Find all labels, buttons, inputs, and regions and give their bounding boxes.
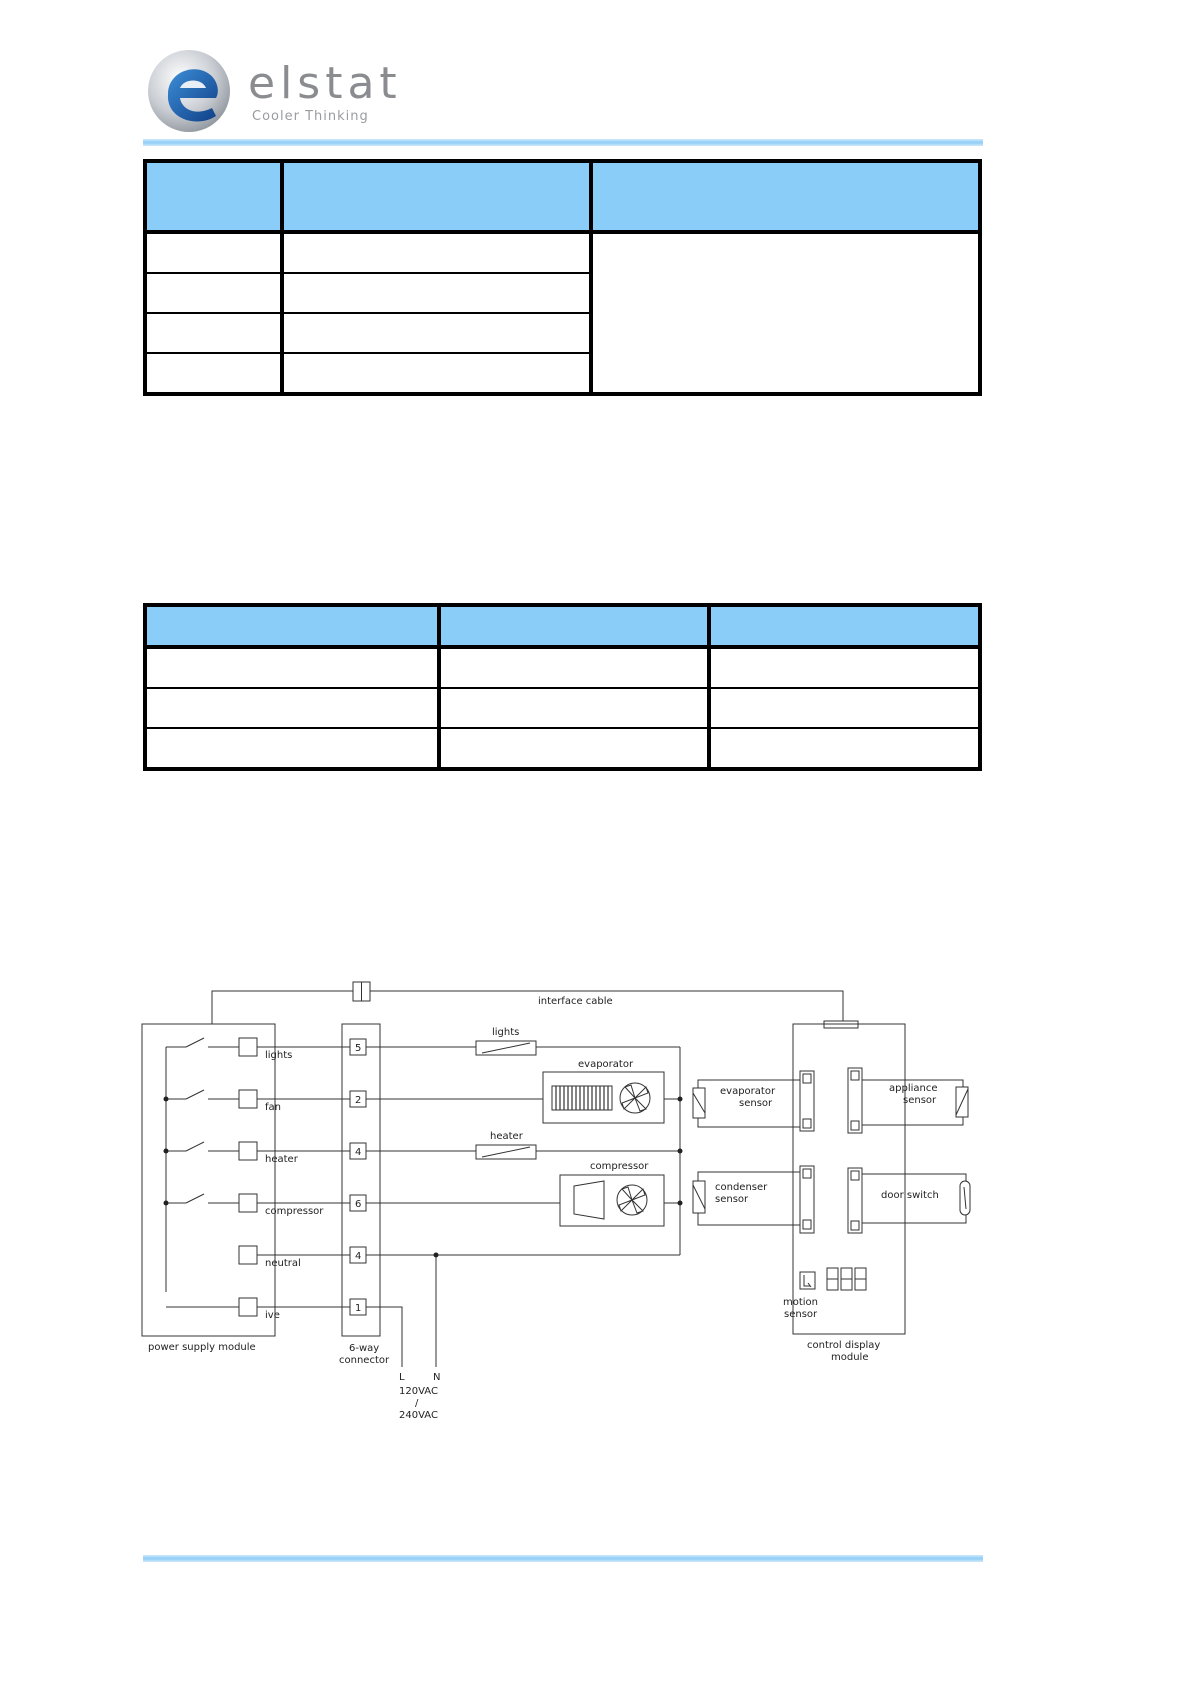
evaporator-sensor-label: sensor bbox=[739, 1098, 773, 1109]
connector-pin-label: 2 bbox=[355, 1095, 361, 1106]
appliance-sensor-label: appliance bbox=[889, 1083, 938, 1094]
heater-label: heater bbox=[490, 1131, 524, 1142]
connector-6way-box bbox=[341, 1023, 381, 1337]
motion-sensor-label: sensor bbox=[784, 1309, 818, 1320]
relay-switches bbox=[166, 1037, 239, 1308]
supply-voltage-separator: / bbox=[415, 1398, 419, 1409]
elstat-logo-mark-icon bbox=[148, 50, 230, 132]
table-cell bbox=[144, 727, 441, 770]
appliance-sensor-label: sensor bbox=[903, 1095, 937, 1106]
table-cell bbox=[144, 272, 284, 314]
compressor-fan-icon bbox=[616, 1184, 648, 1216]
table-cell bbox=[281, 272, 593, 314]
psm-output-label: ive bbox=[265, 1310, 280, 1321]
table-2-header-cell bbox=[708, 604, 981, 649]
table-2-header-cell bbox=[144, 604, 441, 649]
table-cell bbox=[281, 352, 593, 395]
table-cell bbox=[144, 646, 441, 689]
table-cell bbox=[708, 727, 981, 770]
connector-pins bbox=[349, 1038, 367, 1316]
table-cell bbox=[281, 231, 593, 274]
logo-tagline: Cooler Thinking bbox=[252, 109, 369, 124]
supply-neutral-label: N bbox=[433, 1372, 440, 1383]
table-cell bbox=[144, 687, 441, 729]
control-display-module-label: control display bbox=[807, 1340, 880, 1351]
connector-pin-label: 1 bbox=[355, 1303, 361, 1314]
table-cell bbox=[438, 646, 711, 689]
wire-junctions bbox=[163, 1096, 683, 1258]
control-display-module-label: module bbox=[831, 1352, 868, 1363]
table-row bbox=[144, 727, 981, 770]
connector-pin-label: 4 bbox=[355, 1147, 361, 1158]
interface-cable-wire bbox=[211, 990, 844, 1024]
psm-output-label: neutral bbox=[265, 1258, 301, 1269]
table-1-header-cell bbox=[144, 160, 284, 234]
table-row bbox=[144, 352, 980, 395]
supply-voltage-label: 240VAC bbox=[399, 1410, 438, 1421]
header-divider bbox=[143, 139, 983, 146]
lights-load-label: lights bbox=[492, 1027, 519, 1038]
connector-pin-label: 6 bbox=[355, 1199, 361, 1210]
psm-output-label: lights bbox=[265, 1050, 292, 1061]
table-cell bbox=[708, 687, 981, 729]
compressor-label: compressor bbox=[590, 1161, 649, 1172]
table-row bbox=[144, 312, 980, 354]
connector-pin-label: 4 bbox=[355, 1251, 361, 1262]
connector-6way-label: 6-way bbox=[349, 1343, 379, 1354]
psm-terminals bbox=[238, 1037, 258, 1317]
evaporator-fan-icon bbox=[619, 1082, 651, 1114]
psm-output-label: fan bbox=[265, 1102, 281, 1113]
door-switch-label: door switch bbox=[881, 1190, 939, 1201]
table-merged-cell bbox=[590, 231, 981, 395]
connector-6way-label: connector bbox=[339, 1355, 390, 1366]
power-supply-module-label: power supply module bbox=[148, 1342, 256, 1353]
condenser-sensor-label: condenser bbox=[715, 1182, 768, 1193]
table-row bbox=[144, 646, 981, 689]
condenser-sensor-label: sensor bbox=[715, 1194, 749, 1205]
supply-voltage-label: 120VAC bbox=[399, 1386, 438, 1397]
table-cell bbox=[708, 646, 981, 689]
footer-divider bbox=[143, 1555, 983, 1562]
connector-pin-label: 5 bbox=[355, 1043, 361, 1054]
table-row bbox=[144, 272, 980, 314]
seven-segment-display-icon bbox=[826, 1267, 867, 1291]
compressor-unit bbox=[559, 1174, 665, 1227]
table-1 bbox=[143, 159, 982, 396]
table-cell bbox=[144, 352, 284, 395]
wiring-diagram: interface cable lights fan heater compre… bbox=[138, 975, 1008, 1445]
table-1-header-row bbox=[144, 160, 981, 234]
supply-live-label: L bbox=[399, 1372, 405, 1383]
table-1-header-cell bbox=[281, 160, 593, 234]
motion-sensor-icon bbox=[799, 1271, 816, 1290]
table-cell bbox=[144, 312, 284, 354]
wiring-diagram-svg: interface cable lights fan heater compre… bbox=[141, 981, 971, 1421]
power-supply-module-box bbox=[141, 1023, 276, 1337]
compressor-pump-icon bbox=[573, 1180, 605, 1220]
table-2 bbox=[143, 603, 982, 771]
table-2-header-cell bbox=[438, 604, 711, 649]
table-cell bbox=[438, 727, 711, 770]
evaporator-sensor-label: evaporator bbox=[720, 1086, 776, 1097]
table-2-header-row bbox=[144, 604, 981, 649]
elstat-logo: elstat Cooler Thinking bbox=[146, 48, 406, 138]
table-1-header-cell bbox=[590, 160, 981, 234]
psm-output-label: compressor bbox=[265, 1206, 324, 1217]
evaporator-label: evaporator bbox=[578, 1059, 634, 1070]
evaporator-coil bbox=[551, 1085, 613, 1111]
table-row bbox=[144, 231, 981, 395]
table-row bbox=[144, 687, 981, 729]
interface-cable-label: interface cable bbox=[538, 996, 613, 1007]
table-cell bbox=[438, 687, 711, 729]
control-display-module-box bbox=[792, 1023, 906, 1335]
table-cell bbox=[281, 312, 593, 354]
logo-wordmark: elstat bbox=[248, 58, 402, 109]
table-cell bbox=[144, 231, 284, 274]
psm-output-label: heater bbox=[265, 1154, 299, 1165]
motion-sensor-label: motion bbox=[783, 1297, 818, 1308]
